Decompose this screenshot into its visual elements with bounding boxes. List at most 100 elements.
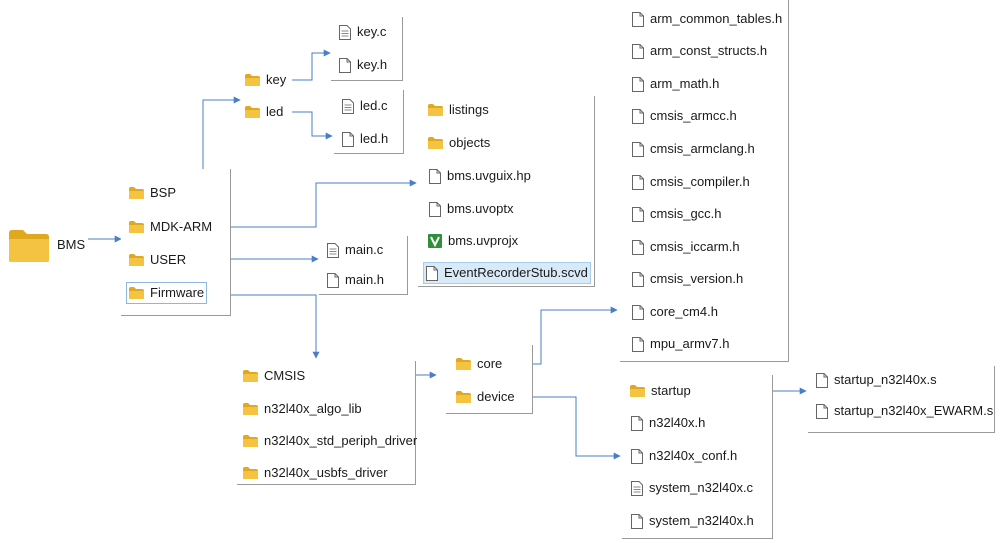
folder-icon bbox=[129, 287, 144, 299]
file-label: arm_common_tables.h bbox=[650, 11, 783, 26]
file-label: key.c bbox=[357, 24, 387, 39]
file-label: main.c bbox=[345, 242, 384, 257]
file-cmsis-version[interactable]: cmsis_version.h bbox=[632, 269, 743, 289]
folder-icon bbox=[129, 187, 144, 199]
folder-icon bbox=[456, 358, 471, 370]
file-n32l40x-h[interactable]: n32l40x.h bbox=[631, 413, 705, 433]
file-icon bbox=[631, 448, 643, 464]
folder-led[interactable]: led bbox=[245, 102, 283, 122]
folder-std-periph-driver[interactable]: n32l40x_std_periph_driver bbox=[243, 431, 417, 451]
folder-label: key bbox=[266, 72, 287, 87]
file-core-cm4[interactable]: core_cm4.h bbox=[632, 302, 718, 322]
folder-icon bbox=[243, 435, 258, 447]
file-icon bbox=[339, 57, 351, 73]
mdk-arm-panel: listings objects bms.uvguix.hp bms.uvopt… bbox=[418, 96, 595, 287]
file-label: system_n32l40x.h bbox=[649, 513, 754, 528]
c-source-file-icon bbox=[327, 242, 339, 258]
folder-icon bbox=[245, 106, 260, 118]
folder-icon bbox=[129, 221, 144, 233]
file-label: cmsis_armcc.h bbox=[650, 108, 737, 123]
file-label: cmsis_iccarm.h bbox=[650, 239, 740, 254]
folder-objects[interactable]: objects bbox=[428, 133, 490, 153]
folder-label: core bbox=[477, 356, 503, 371]
file-system-n32l40x-c[interactable]: system_n32l40x.c bbox=[631, 478, 753, 498]
cmsis-children-panel: core device bbox=[446, 345, 533, 414]
file-led-h[interactable]: led.h bbox=[342, 129, 388, 149]
file-icon bbox=[426, 265, 438, 281]
file-cmsis-armcc[interactable]: cmsis_armcc.h bbox=[632, 106, 737, 126]
arrow-core-to-files bbox=[523, 306, 618, 365]
file-label: cmsis_armclang.h bbox=[650, 141, 755, 156]
c-source-file-icon bbox=[342, 98, 354, 114]
folder-label: USER bbox=[150, 252, 187, 267]
folder-usbfs-driver[interactable]: n32l40x_usbfs_driver bbox=[243, 463, 388, 483]
file-mpu-armv7[interactable]: mpu_armv7.h bbox=[632, 334, 729, 354]
arrow-mdk-to-items bbox=[216, 179, 417, 228]
file-icon bbox=[342, 131, 354, 147]
folder-firmware[interactable]: Firmware bbox=[125, 282, 208, 304]
file-label: led.h bbox=[360, 131, 389, 146]
file-bms-uvprojx[interactable]: bms.uvprojx bbox=[428, 231, 518, 251]
folder-label: MDK-ARM bbox=[150, 219, 213, 234]
folder-label: Firmware bbox=[150, 285, 205, 300]
file-label: arm_const_structs.h bbox=[650, 43, 768, 58]
file-label: mpu_armv7.h bbox=[650, 336, 730, 351]
file-label: core_cm4.h bbox=[650, 304, 718, 319]
file-arm-math[interactable]: arm_math.h bbox=[632, 74, 719, 94]
file-bms-uvoptx[interactable]: bms.uvoptx bbox=[429, 199, 513, 219]
file-icon bbox=[632, 76, 644, 92]
folder-icon bbox=[428, 104, 443, 116]
startup-files-panel: startup_n32l40x.s startup_n32l40x_EWARM.… bbox=[808, 366, 995, 433]
file-label: cmsis_gcc.h bbox=[650, 206, 722, 221]
folder-algo-lib[interactable]: n32l40x_algo_lib bbox=[243, 399, 362, 419]
folder-listings[interactable]: listings bbox=[428, 100, 489, 120]
file-startup-n32l40x-s[interactable]: startup_n32l40x.s bbox=[816, 370, 937, 390]
folder-core[interactable]: core bbox=[456, 354, 502, 374]
file-arm-const-structs[interactable]: arm_const_structs.h bbox=[632, 41, 767, 61]
folder-user[interactable]: USER bbox=[129, 250, 186, 270]
file-label: key.h bbox=[357, 57, 388, 72]
file-n32l40x-conf-h[interactable]: n32l40x_conf.h bbox=[631, 446, 737, 466]
core-files-panel: arm_common_tables.h arm_const_structs.h … bbox=[620, 0, 789, 362]
file-arm-common-tables[interactable]: arm_common_tables.h bbox=[632, 9, 782, 29]
file-icon bbox=[632, 43, 644, 59]
file-label: EventRecorderStub.scvd bbox=[444, 265, 588, 280]
folder-label: listings bbox=[449, 102, 489, 117]
file-event-recorder-stub[interactable]: EventRecorderStub.scvd bbox=[423, 262, 591, 284]
file-label: bms.uvguix.hp bbox=[447, 168, 531, 183]
file-label: cmsis_compiler.h bbox=[650, 174, 750, 189]
file-cmsis-gcc[interactable]: cmsis_gcc.h bbox=[632, 204, 722, 224]
file-icon bbox=[632, 206, 644, 222]
file-icon bbox=[632, 336, 644, 352]
file-startup-n32l40x-ewarm-s[interactable]: startup_n32l40x_EWARM.s bbox=[816, 401, 993, 421]
folder-icon bbox=[245, 74, 260, 86]
file-cmsis-iccarm[interactable]: cmsis_iccarm.h bbox=[632, 237, 740, 257]
file-led-c[interactable]: led.c bbox=[342, 96, 387, 116]
file-bms-uvguix[interactable]: bms.uvguix.hp bbox=[429, 166, 531, 186]
folder-cmsis[interactable]: CMSIS bbox=[243, 366, 305, 386]
file-icon bbox=[631, 415, 643, 431]
folder-mdk-arm[interactable]: MDK-ARM bbox=[129, 217, 212, 237]
file-cmsis-compiler[interactable]: cmsis_compiler.h bbox=[632, 172, 750, 192]
folder-key[interactable]: key bbox=[245, 70, 286, 90]
root-folder[interactable]: BMS bbox=[8, 226, 98, 266]
file-system-n32l40x-h[interactable]: system_n32l40x.h bbox=[631, 511, 754, 531]
arrow-led-to-files bbox=[292, 111, 333, 140]
file-main-c[interactable]: main.c bbox=[327, 240, 383, 260]
folder-startup[interactable]: startup bbox=[630, 381, 691, 401]
file-icon bbox=[429, 168, 441, 184]
folder-label: n32l40x_std_periph_driver bbox=[264, 433, 418, 448]
folder-label: device bbox=[477, 389, 515, 404]
folder-device[interactable]: device bbox=[456, 387, 515, 407]
folder-bsp[interactable]: BSP bbox=[129, 183, 176, 203]
folder-label: startup bbox=[651, 383, 691, 398]
folder-icon bbox=[129, 254, 144, 266]
file-key-c[interactable]: key.c bbox=[339, 22, 386, 42]
file-label: main.h bbox=[345, 272, 385, 287]
file-key-h[interactable]: key.h bbox=[339, 55, 387, 75]
c-source-file-icon bbox=[339, 24, 351, 40]
file-main-h[interactable]: main.h bbox=[327, 270, 384, 290]
folder-icon bbox=[456, 391, 471, 403]
file-cmsis-armclang[interactable]: cmsis_armclang.h bbox=[632, 139, 755, 159]
firmware-children-panel: CMSIS n32l40x_algo_lib n32l40x_std_perip… bbox=[237, 361, 417, 485]
